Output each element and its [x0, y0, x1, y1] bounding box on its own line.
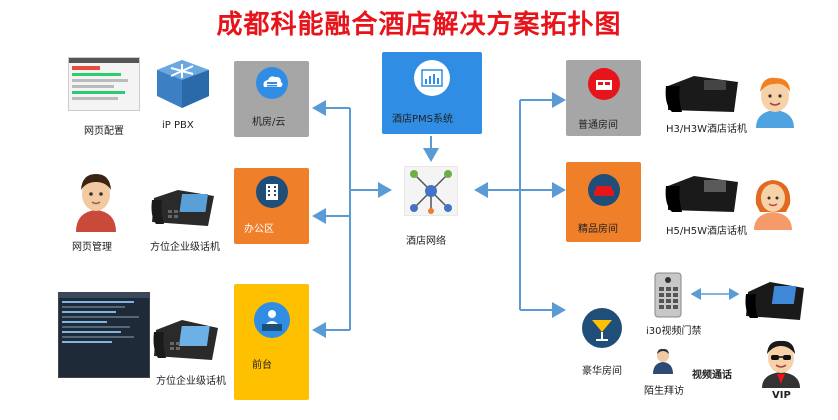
- guest-male-avatar-icon: [756, 77, 794, 128]
- h5-phone-label: H5/H5W酒店话机: [666, 226, 748, 237]
- web-config-screenshot: [68, 57, 140, 111]
- office-label: 办公区: [244, 224, 274, 235]
- office-building-icon: [256, 176, 288, 208]
- network-label: 酒店网络: [406, 236, 446, 247]
- i30-label: i30视频门禁: [646, 326, 702, 337]
- ip-pbx-icon: [157, 60, 209, 108]
- front-desk-software-screenshot: [58, 292, 150, 378]
- network-hub-icon: [404, 166, 458, 216]
- vip-avatar-icon: [762, 340, 800, 388]
- web-manage-label: 网页管理: [72, 242, 112, 253]
- boutique-room-label: 精品房间: [578, 224, 618, 235]
- office-phone-label: 方位企业级话机: [150, 242, 220, 253]
- pms-label: 酒店PMS系统: [392, 114, 454, 125]
- web-config-label: 网页配置: [84, 126, 124, 137]
- visitor-label: 陌生拜访: [644, 386, 684, 397]
- pms-chart-icon: [414, 60, 450, 96]
- front-desk-phone-icon: [153, 320, 218, 360]
- page-title: 成都科能融合酒店解决方案拓扑图: [216, 10, 622, 40]
- standard-room-box: 普通房间: [566, 60, 641, 136]
- male-avatar-icon: [76, 174, 116, 232]
- ip-pbx-label: iP PBX: [162, 120, 194, 131]
- front-desk-reception-icon: [254, 302, 290, 338]
- h3-phone-icon: [665, 76, 738, 112]
- server-room-box: 机房/云: [234, 61, 309, 137]
- luxury-room-label: 豪华房间: [582, 366, 622, 377]
- visitor-avatar-icon: [653, 348, 673, 374]
- video-phone-icon: [745, 282, 804, 320]
- server-room-label: 机房/云: [252, 117, 286, 128]
- front-desk-phone-label: 方位企业级话机: [156, 376, 226, 387]
- luxury-cocktail-icon: [582, 308, 622, 348]
- front-desk-label: 前台: [252, 360, 272, 371]
- server-cloud-icon: [256, 67, 288, 99]
- office-phone-icon: [151, 190, 214, 226]
- standard-room-label: 普通房间: [578, 120, 618, 131]
- i30-door-panel-icon: [654, 272, 682, 318]
- h3-phone-label: H3/H3W酒店话机: [666, 124, 748, 135]
- vip-label: VIP: [772, 390, 791, 401]
- h5-phone-icon: [665, 176, 738, 212]
- standard-bed-icon: [588, 68, 620, 100]
- office-box: 办公区: [234, 168, 309, 244]
- pms-box: 酒店PMS系统: [382, 52, 482, 134]
- front-desk-box: 前台: [234, 284, 309, 400]
- boutique-sofa-icon: [588, 174, 620, 206]
- video-call-label: 视频通话: [692, 370, 732, 381]
- boutique-room-box: 精品房间: [566, 162, 641, 242]
- guest-female-avatar-icon: [754, 180, 792, 230]
